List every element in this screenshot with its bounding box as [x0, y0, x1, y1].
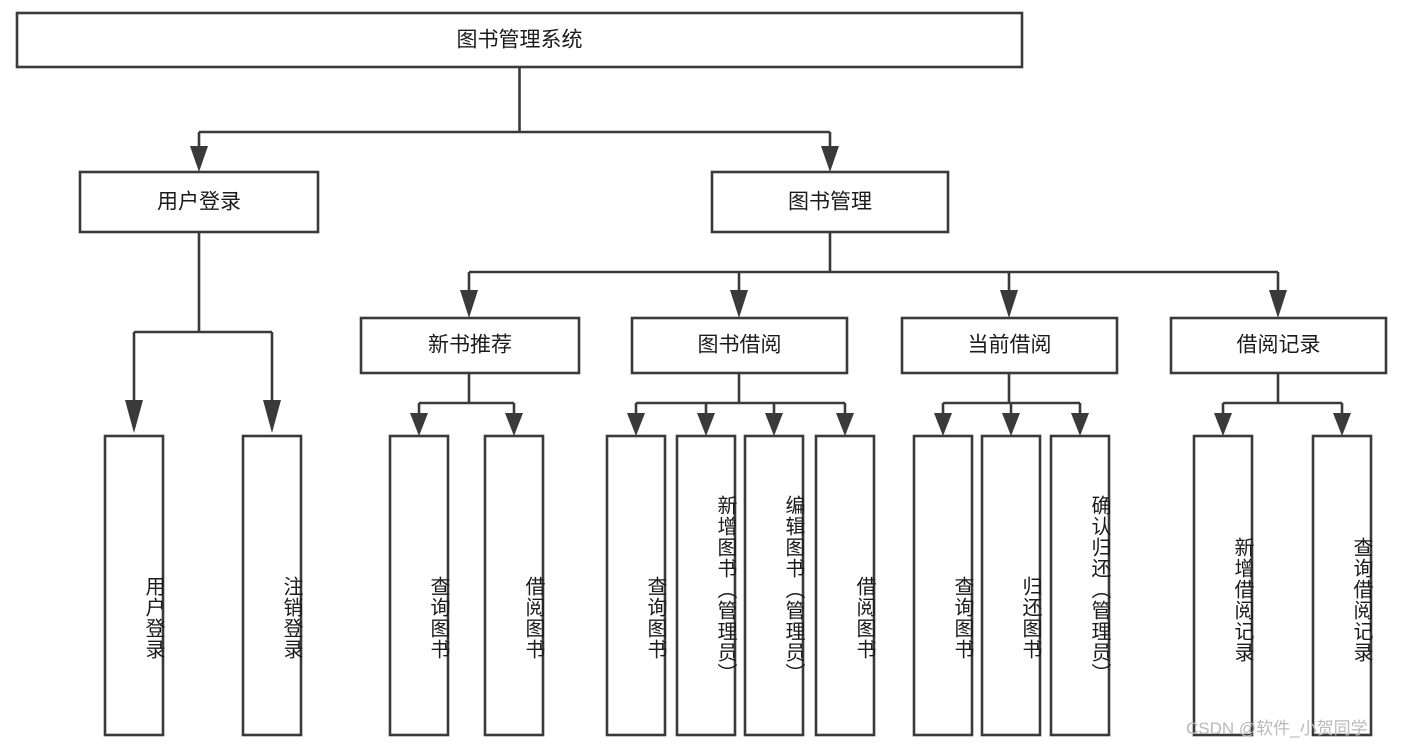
node-group: 图书管理系统 用户登录 图书管理 新书推荐 图书借阅 当前借阅 借阅记录: [15, 11, 1388, 737]
node-label-new-book-recommend: 新书推荐: [428, 334, 512, 357]
node-label-book-borrow: 图书借阅: [698, 334, 782, 357]
arrowhead-leaf-borrow-book-2: [836, 413, 854, 436]
node-box-leaf-logout-login[interactable]: [241, 434, 303, 737]
connector-group: [125, 67, 1351, 436]
node-box-leaf-borrow-book-1[interactable]: [483, 434, 545, 737]
node-box-new-book-recommend[interactable]: [359, 316, 581, 375]
node-box-current-borrow[interactable]: [900, 316, 1119, 375]
arrowhead-leaf-add-record: [1214, 413, 1232, 436]
node-box-root[interactable]: [15, 11, 1024, 69]
arrowhead-leaf-query-book-1: [410, 413, 428, 436]
node-label-root: 图书管理系统: [457, 29, 583, 52]
node-box-leaf-query-record[interactable]: [1311, 434, 1373, 737]
node-box-borrow-record[interactable]: [1169, 316, 1388, 375]
node-box-leaf-add-book[interactable]: [675, 434, 737, 737]
node-box-book-borrow[interactable]: [630, 316, 849, 375]
node-box-leaf-add-record[interactable]: [1192, 434, 1254, 737]
node-box-leaf-confirm-return[interactable]: [1049, 434, 1111, 737]
arrowhead-leaf-query-book-3: [934, 413, 952, 436]
node-box-leaf-return-book[interactable]: [980, 434, 1042, 737]
node-box-book-manage[interactable]: [710, 170, 950, 234]
node-box-leaf-query-book-1[interactable]: [388, 434, 450, 737]
arrowhead-leaf-confirm-return: [1071, 413, 1089, 436]
node-label-current-borrow: 当前借阅: [968, 334, 1052, 357]
node-label-book-manage: 图书管理: [788, 191, 872, 214]
arrowhead-user-login: [190, 146, 208, 172]
node-label-borrow-record: 借阅记录: [1237, 334, 1321, 357]
arrowhead-leaf-add-book: [697, 413, 715, 436]
arrowhead-leaf-user-login: [125, 400, 143, 433]
arrowhead-leaf-query-book-2: [627, 413, 645, 436]
node-box-leaf-query-book-2[interactable]: [605, 434, 667, 737]
arrowhead-leaf-edit-book: [765, 413, 783, 436]
node-box-leaf-borrow-book-2[interactable]: [814, 434, 876, 737]
arrowhead-new-book-recommend: [460, 290, 478, 318]
arrowhead-current-borrow: [1000, 290, 1018, 318]
node-label-user-login: 用户登录: [157, 191, 241, 214]
csdn-watermark: CSDN @软件_小贺同学: [1186, 719, 1368, 738]
node-box-leaf-user-login[interactable]: [103, 434, 165, 737]
arrowhead-leaf-return-book: [1002, 413, 1020, 436]
node-box-leaf-query-book-3[interactable]: [912, 434, 974, 737]
node-box-user-login[interactable]: [78, 170, 320, 234]
arrowhead-book-manage: [821, 146, 839, 172]
arrowhead-borrow-record: [1269, 290, 1287, 318]
arrowhead-leaf-query-record: [1333, 413, 1351, 436]
arrowhead-leaf-borrow-book-1: [505, 413, 523, 436]
node-box-leaf-edit-book[interactable]: [743, 434, 805, 737]
arrowhead-book-borrow: [730, 290, 748, 318]
arrowhead-leaf-logout-login: [263, 400, 281, 433]
